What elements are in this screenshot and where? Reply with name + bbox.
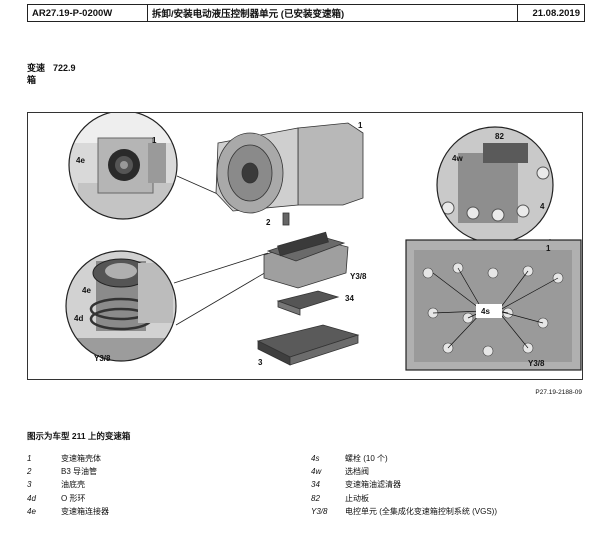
oil-pan [256,324,360,366]
callout-4e-bottom: 4e [82,286,91,295]
transmission-number: 722.9 [53,63,76,73]
legend-key: 4w [311,467,322,477]
legend-right: 4s 螺栓 (10 个) 4w 选档阀 34 变速箱油滤清器 82 止动板 Y3/8 电控… [311,452,497,518]
legend-row: 34 变速箱油滤清器 [311,478,497,491]
legend-text: B3 导油管 [61,467,98,477]
legend-text: O 形环 [61,493,86,503]
legend-key: 4s [311,454,320,463]
callout-4e-top: 4e [76,156,85,165]
legend-text: 油底壳 [61,480,85,490]
oil-filter [276,290,340,316]
callout-1-top: 1 [152,136,157,145]
legend-key: Y3/8 [311,506,328,516]
document-code: AR27.19-P-0200W [28,5,148,21]
callout-34: 34 [345,294,354,303]
legend-row: Y3/8 电控单元 (全集成化变速箱控制系统 (VGS)) [311,505,497,518]
legend-key: 3 [27,480,32,490]
legend-key: 1 [27,454,32,463]
legend-text: 变速箱油滤清器 [345,480,401,490]
connector-detail-circle [69,113,177,219]
document-header: AR27.19-P-0200W 拆卸/安装电动液压控制器单元 (已安装变速箱) … [27,4,585,22]
legend-key: 4d [27,493,36,503]
figure-caption: 图示为车型 211 上的变速箱 [27,431,131,441]
legend-text: 变速箱壳体 [61,454,101,463]
legend-row: 4s 螺栓 (10 个) [311,452,497,465]
legend-key: 2 [27,467,32,477]
legend-row: 4e 变速箱连接器 [27,505,109,518]
legend-text: 变速箱连接器 [61,506,109,516]
legend-text: 螺栓 (10 个) [345,454,388,463]
callout-1-right: 1 [546,244,551,253]
transmission-housing [215,122,364,226]
legend-row: 3 油底壳 [27,478,109,491]
transmission-label: 变速 722.9 箱 [27,62,76,86]
callout-2: 2 [266,218,271,227]
legend-key: 34 [311,480,320,490]
legend-key: 82 [311,493,320,503]
callout-1-housing: 1 [358,121,363,130]
callout-82: 82 [495,132,504,141]
legend-text: 电控单元 (全集成化变速箱控制系统 (VGS)) [345,506,497,516]
transmission-label-line1: 变速 [27,63,46,73]
callout-4-right: 4 [540,202,545,211]
callout-4s: 4s [481,307,490,316]
technical-illustration: 1 4e 1 2 4e 4d Y3/8 Y3/8 34 3 82 4w 4 1 … [27,112,583,380]
legend-row: 82 止动板 [311,492,497,505]
valve-body-photo [405,239,582,371]
callout-y38-middle: Y3/8 [350,272,367,281]
legend-row: 2 B3 导油管 [27,465,109,478]
selector-valve-detail-circle [437,127,553,243]
document-date: 21.08.2019 [532,7,580,19]
callout-4w: 4w [452,154,463,163]
control-unit [263,231,349,289]
document-title: 拆卸/安装电动液压控制器单元 (已安装变速箱) [148,5,518,21]
legend-text: 止动板 [345,493,369,503]
transmission-label-line2: 箱 [27,75,37,85]
callout-y38-bottom: Y3/8 [94,354,111,363]
legend-key: 4e [27,506,36,516]
figure-id: P27.19-2188-09 [535,389,582,396]
callout-4d: 4d [74,314,83,323]
legend-row: 1 变速箱壳体 [27,452,109,465]
callout-y38-right: Y3/8 [528,359,545,368]
illustration-drawing: 1 4e 1 2 4e 4d Y3/8 Y3/8 34 3 82 4w 4 1 … [65,113,582,371]
legend-row: 4d O 形环 [27,492,109,505]
legend-text: 选档阀 [345,467,369,477]
legend-left: 1 变速箱壳体 2 B3 导油管 3 油底壳 4d O 形环 4e 变速箱连接器 [27,452,109,518]
legend-row: 4w 选档阀 [311,465,497,478]
callout-3: 3 [258,358,263,367]
